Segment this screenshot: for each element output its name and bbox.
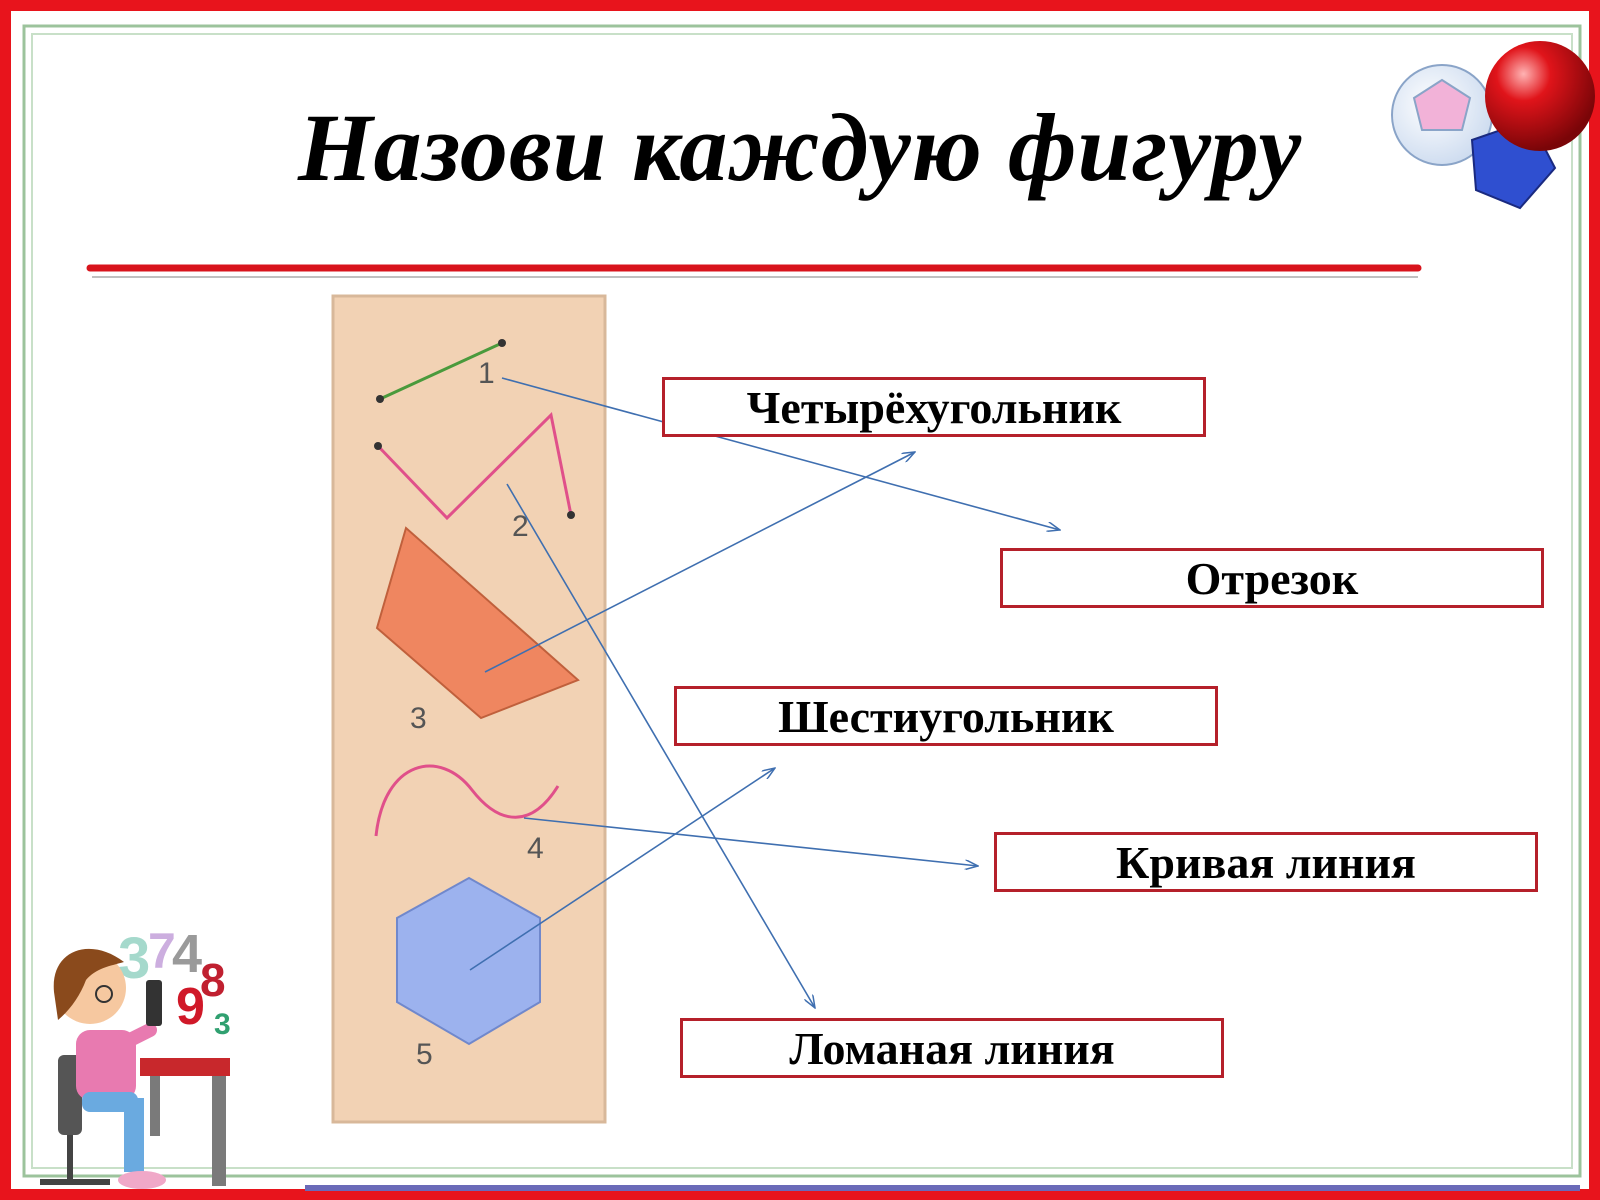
label-segment[interactable]: Отрезок — [1000, 548, 1544, 608]
label-polyline[interactable]: Ломаная линия — [680, 1018, 1224, 1078]
figure-number-1: 1 — [478, 357, 495, 390]
label-curve[interactable]: Кривая линия — [994, 832, 1538, 892]
arrow-hexagon-to-shestiugolnik — [469, 768, 775, 971]
figure-number-2: 2 — [512, 510, 529, 543]
svg-text:3: 3 — [214, 1008, 231, 1041]
label-quadrilateral[interactable]: Четырёхугольник — [662, 377, 1206, 437]
figure-number-3: 3 — [410, 702, 427, 735]
figure-number-4: 4 — [527, 832, 544, 865]
arrow-segment-to-otrezok — [501, 377, 1060, 530]
figure-segment — [376, 339, 506, 403]
label-hexagon[interactable]: Шестиугольник — [674, 686, 1218, 746]
arrow-polyline-to-lomanaya — [506, 483, 815, 1008]
page-title: Назови каждую фигуру — [297, 94, 1303, 201]
green-frame-outer — [22, 24, 1582, 1178]
arrow-curve-to-krivaya — [523, 817, 978, 866]
figure-hexagon — [396, 876, 541, 1046]
figure-quadrilateral — [375, 526, 580, 720]
green-frame-inner — [31, 33, 1573, 1169]
svg-text:4: 4 — [172, 924, 202, 984]
geometric-solids-icon — [1391, 41, 1595, 210]
svg-text:9: 9 — [176, 978, 205, 1036]
figure-number-5: 5 — [416, 1038, 433, 1071]
svg-text:7: 7 — [148, 923, 176, 979]
figure-curve — [374, 764, 560, 837]
svg-text:8: 8 — [200, 954, 226, 1006]
figure-polyline — [374, 411, 575, 521]
girl-with-numbers-icon: 3 7 4 8 9 3 — [40, 923, 231, 1189]
arrow-quadrilateral-to-chetyrekhugolnik — [484, 452, 915, 673]
